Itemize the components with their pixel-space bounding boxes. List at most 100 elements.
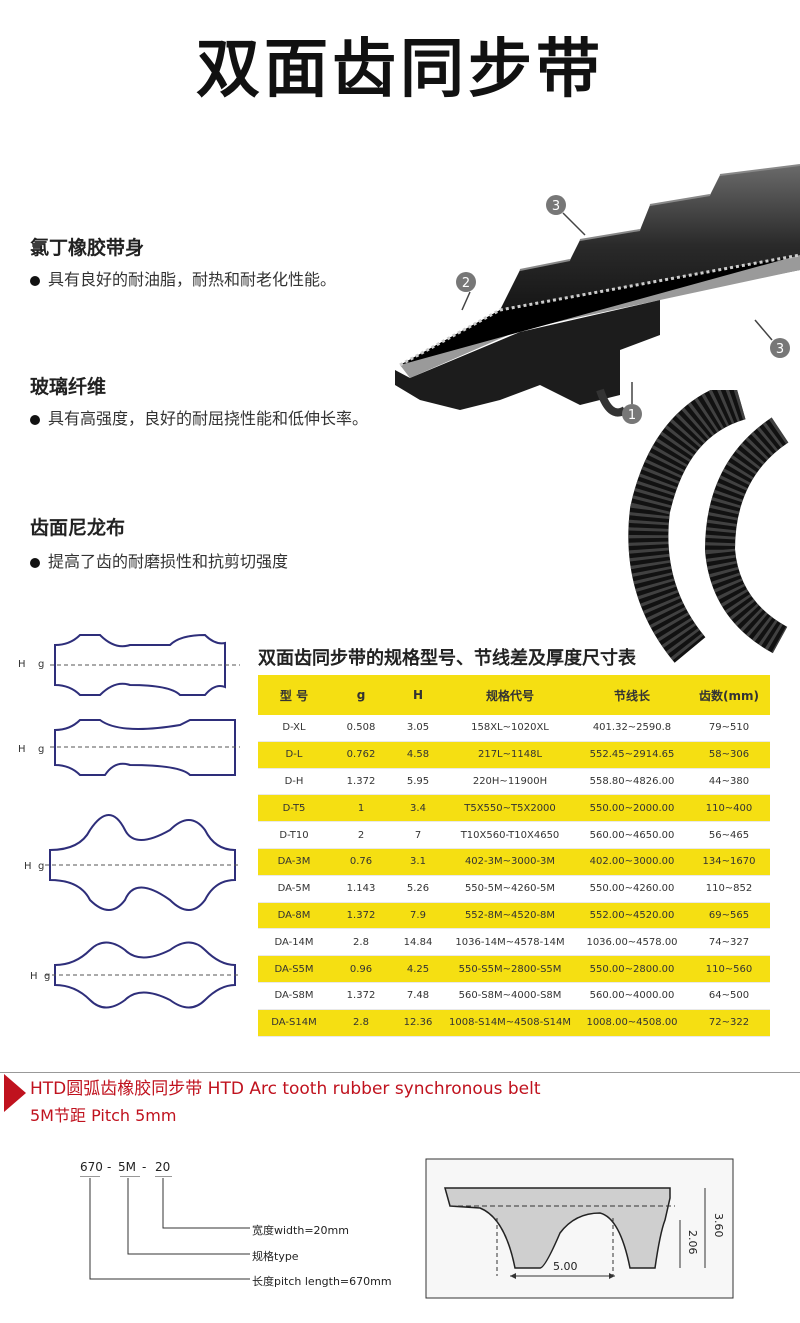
table-cell: D-T5 [258, 794, 330, 823]
code-sep: - [107, 1160, 112, 1174]
table-cell: DA-S8M [258, 982, 330, 1010]
table-cell: D-L [258, 741, 330, 769]
code-sep: - [142, 1160, 147, 1174]
table-cell: 550.00~2800.00 [576, 955, 688, 983]
table-cell: 2 [330, 821, 392, 849]
table-cell: 217L~1148L [444, 741, 576, 769]
table-cell: 552-8M~4520-8M [444, 902, 576, 930]
table-cell: 7.9 [392, 902, 444, 930]
dim-pitch: 5.00 [553, 1260, 578, 1273]
section-divider [0, 1072, 800, 1073]
table-cell: DA-S5M [258, 955, 330, 983]
table-cell: DA-8M [258, 902, 330, 930]
profile-label-g: g [38, 659, 44, 670]
table-cell: DA-S14M [258, 1009, 330, 1037]
table-cell: 3.4 [392, 794, 444, 823]
profile-label-h: H [18, 659, 26, 670]
table-cell: 550.00~2000.00 [576, 794, 688, 823]
table-cell: 220H~11900H [444, 768, 576, 796]
table-cell: 1.372 [330, 902, 392, 930]
table-cell: 1.372 [330, 982, 392, 1010]
table-cell: 4.25 [392, 955, 444, 983]
table-cell: DA-5M [258, 875, 330, 903]
callout-3-right: 3 [776, 342, 784, 357]
col-header: H [392, 675, 444, 715]
callout-1: 1 [628, 408, 636, 423]
table-cell: 79~510 [688, 715, 770, 742]
col-header: 规格代号 [444, 675, 576, 715]
table-cell: DA-14M [258, 928, 330, 957]
table-cell: 3.05 [392, 715, 444, 742]
table-cell: 1008.00~4508.00 [576, 1009, 688, 1037]
feature-desc-text: 具有良好的耐油脂，耐热和耐老化性能。 [48, 270, 337, 289]
table-cell: 69~565 [688, 902, 770, 930]
table-cell: 552.45~2914.65 [576, 741, 688, 769]
feature-desc-glass-fiber: 具有高强度，良好的耐屈挠性能和低伸长率。 [30, 405, 368, 429]
table-cell: 64~500 [688, 982, 770, 1010]
feature-desc-text: 具有高强度，良好的耐屈挠性能和低伸长率。 [48, 409, 369, 428]
col-header: 节线长 [576, 675, 688, 715]
profile-label-h: H [24, 861, 32, 872]
code-part-length: 670 [80, 1160, 103, 1174]
table-cell: 1036.00~4578.00 [576, 928, 688, 957]
table-cell: 402-3M~3000-3M [444, 848, 576, 876]
bullet-icon [30, 275, 40, 286]
belt-loop-image [628, 390, 789, 663]
table-header-row: 型 号 g H 规格代号 节线长 齿数(mm) [258, 675, 770, 715]
legend-length: 长度pitch length=670mm [252, 1275, 392, 1288]
tooth-profile-diagrams: H g H g H g H g [18, 633, 240, 1009]
col-header: 齿数(mm) [688, 675, 770, 715]
table-cell: 2.8 [330, 928, 392, 957]
col-header: g [330, 675, 392, 715]
table-cell: 110~560 [688, 955, 770, 983]
table-cell: 2.8 [330, 1009, 392, 1037]
table-cell: 560-S8M~4000-S8M [444, 982, 576, 1010]
red-triangle-icon [4, 1074, 26, 1112]
table-cell: 560.00~4650.00 [576, 821, 688, 849]
table-cell: 558.80~4826.00 [576, 768, 688, 796]
table-cell: D-XL [258, 715, 330, 742]
table-cell: 5.95 [392, 768, 444, 796]
feature-heading-neoprene: 氯丁橡胶带身 [30, 237, 145, 259]
code-part-type: 5M [118, 1160, 136, 1174]
table-cell: 12.36 [392, 1009, 444, 1037]
table-cell: 44~380 [688, 768, 770, 796]
table-cell: D-H [258, 768, 330, 796]
table-cell: 3.1 [392, 848, 444, 876]
profile-label-h: H [18, 744, 26, 755]
code-leader-lines [80, 1176, 250, 1280]
table-cell: 0.76 [330, 848, 392, 876]
page-title: 双面齿同步带 [196, 33, 604, 107]
table-cell: 1.372 [330, 768, 392, 796]
table-cell: DA-3M [258, 848, 330, 876]
section-subtitle: 5M节距 Pitch 5mm [30, 1106, 177, 1125]
table-cell: 5.26 [392, 875, 444, 903]
spec-table-title: 双面齿同步带的规格型号、节线差及厚度尺寸表 [258, 648, 636, 669]
table-cell: 134~1670 [688, 848, 770, 876]
table-cell: T5X550~T5X2000 [444, 794, 576, 823]
table-cell: 14.84 [392, 928, 444, 957]
table-cell: 7.48 [392, 982, 444, 1010]
table-cell: 402.00~3000.00 [576, 848, 688, 876]
feature-heading-glass-fiber: 玻璃纤维 [30, 376, 107, 398]
table-cell: 56~465 [688, 821, 770, 849]
table-cell: 560.00~4000.00 [576, 982, 688, 1010]
bullet-icon [30, 557, 40, 568]
feature-desc-nylon: 提高了齿的耐磨损性和抗剪切强度 [30, 548, 288, 572]
table-cell: 158XL~1020XL [444, 715, 576, 742]
table-cell: 7 [392, 821, 444, 849]
table-cell: 550.00~4260.00 [576, 875, 688, 903]
dim-tooth: 2.06 [686, 1230, 699, 1255]
section-title: HTD圆弧齿橡胶同步带 HTD Arc tooth rubber synchro… [30, 1079, 541, 1099]
profile-label-g: g [44, 971, 50, 982]
